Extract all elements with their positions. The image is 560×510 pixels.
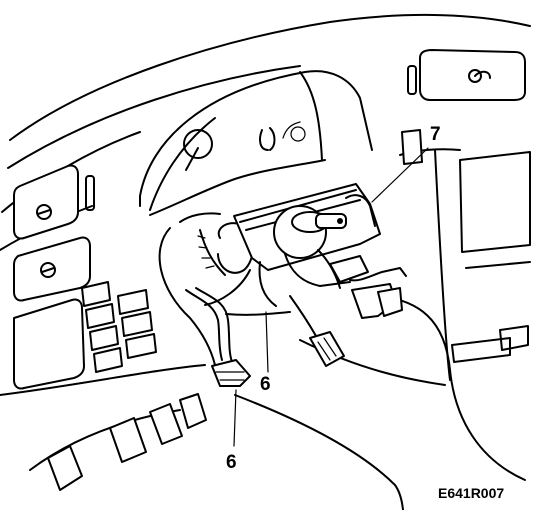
left-knob-upper-icon	[36, 204, 52, 220]
leader-line-6-upper	[265, 311, 269, 373]
callout-label-6-upper: 6	[260, 374, 271, 395]
lower-panels	[47, 393, 207, 491]
leader-line-6-lower	[233, 389, 237, 447]
gauge-dial-left	[183, 129, 213, 159]
callout-label-7: 7	[430, 124, 441, 145]
callout-label-6-lower: 6	[226, 452, 237, 473]
warning-lamp-icon	[290, 126, 306, 142]
left-switch-panel	[13, 164, 157, 390]
instrument-cluster	[139, 70, 373, 216]
harness-connector-lower	[309, 331, 345, 367]
switch-knob-icon	[468, 69, 482, 83]
steering-column-harness	[179, 183, 407, 387]
harness-connector-left	[211, 359, 251, 387]
leader-line-7	[371, 147, 429, 203]
left-knob-lower-icon	[40, 262, 56, 278]
figure-id: E641R007	[438, 485, 504, 501]
right-switch-panel	[401, 49, 531, 363]
leader-lines	[233, 147, 429, 447]
